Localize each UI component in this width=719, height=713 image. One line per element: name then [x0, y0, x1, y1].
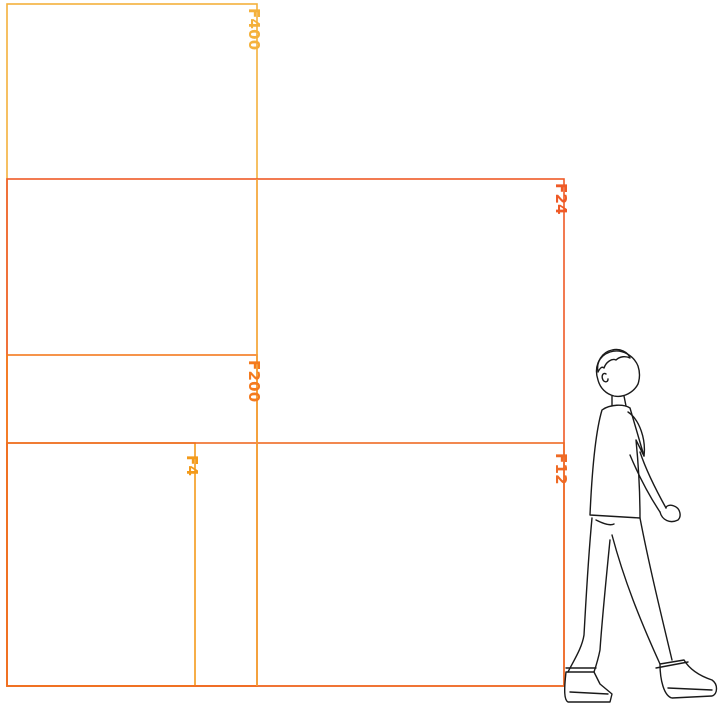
- frame-f24: [7, 179, 564, 686]
- label-f200: F200: [245, 360, 263, 402]
- label-f24: F24: [552, 183, 570, 215]
- label-f400: F400: [245, 8, 263, 50]
- frame-f400: [7, 4, 257, 686]
- frame-f4: [7, 443, 195, 686]
- label-f4: F4: [183, 455, 201, 476]
- frame-f12: [7, 443, 564, 686]
- walking-person-icon: [565, 349, 717, 702]
- frame-f200: [7, 355, 257, 686]
- label-f12: F12: [552, 453, 570, 485]
